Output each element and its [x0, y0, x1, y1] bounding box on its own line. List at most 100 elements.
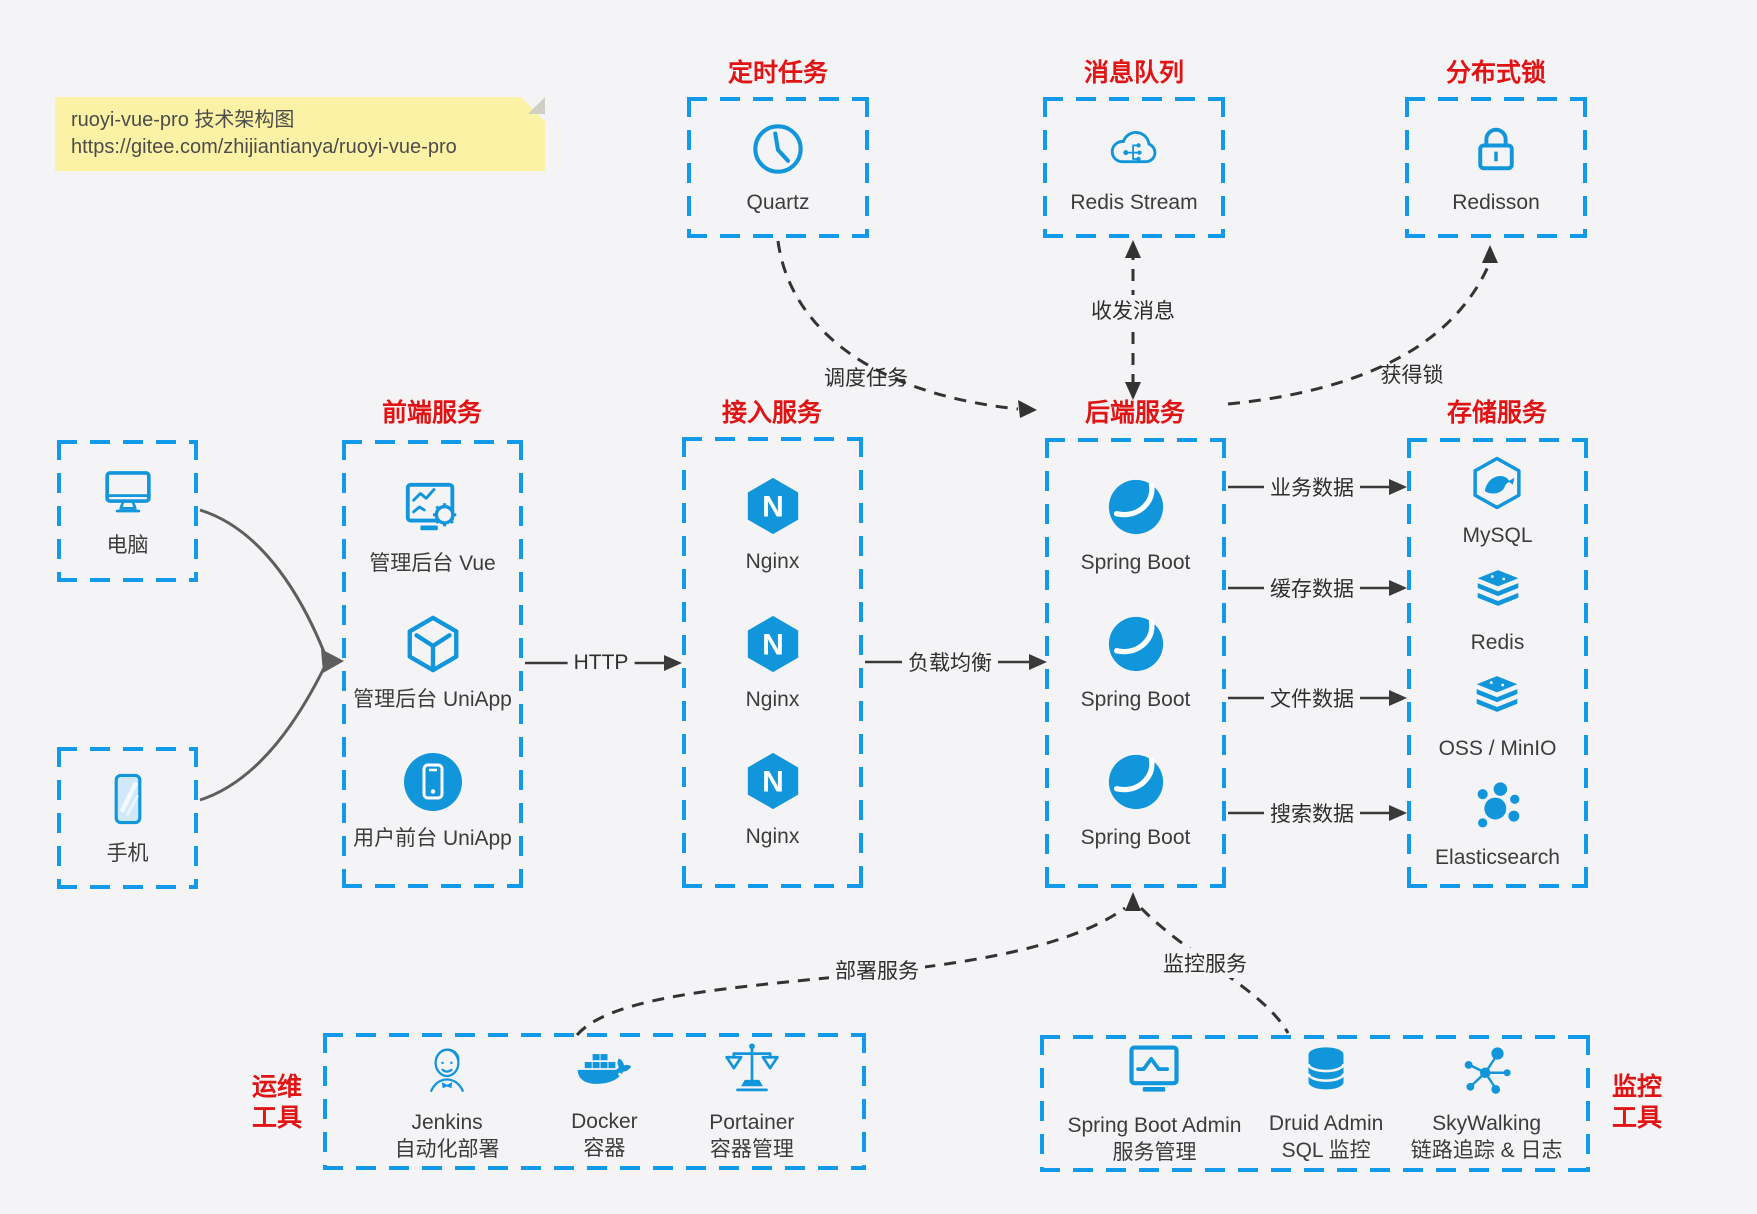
http-edge-label: HTTP — [567, 651, 635, 675]
redis-stream-box: Redis Stream — [1043, 97, 1225, 238]
note-title: ruoyi-vue-pro 技术架构图 — [71, 109, 295, 131]
spring-boot-admin-icon — [1124, 1041, 1184, 1106]
ops-tools-box: Jenkins 自动化部署 — [323, 1033, 866, 1170]
deploy-service-curve — [575, 906, 1126, 1036]
gateway-services-box: N Nginx N Nginx N Nginx — [682, 437, 863, 888]
list-item: Docker 容器 — [571, 1041, 638, 1162]
spring-boot-icon — [1105, 476, 1167, 543]
spring-boot-label: Spring Boot — [1080, 688, 1191, 711]
desktop-label: 电脑 — [106, 534, 149, 557]
frontend-services-box: 管理后台 Vue 管理后台 UniApp — [342, 440, 523, 888]
lock-icon — [1468, 120, 1524, 183]
spring-boot-admin-label: Spring Boot Admin — [1067, 1114, 1242, 1137]
phone-client-curve — [199, 667, 326, 802]
storage-services-title: 存储服务 — [1446, 399, 1548, 427]
phone-client-box: 手机 — [57, 747, 198, 889]
spring-boot-label: Spring Boot — [1080, 550, 1191, 574]
quartz-label: Quartz — [746, 190, 810, 214]
schedule-task-curve — [776, 240, 1019, 411]
monitor-tools-box: Spring Boot Admin 服务管理 Druid Admin SQL 监… — [1040, 1035, 1590, 1172]
skywalking-label: SkyWalking — [1432, 1112, 1542, 1135]
file-data-edge-label: 文件数据 — [1264, 683, 1360, 713]
admin-uniapp-label: 管理后台 UniApp — [353, 688, 512, 711]
smartphone-icon — [99, 769, 157, 834]
list-item: Redis — [1470, 566, 1526, 656]
redisson-label: Redisson — [1452, 190, 1540, 214]
load-balance-edge-label: 负载均衡 — [902, 647, 998, 677]
mysql-icon — [1469, 455, 1525, 516]
spring-boot-icon — [1105, 751, 1167, 818]
jenkins-icon — [419, 1040, 475, 1103]
redis-icon — [1470, 566, 1526, 623]
schedule-task-edge-label: 调度任务 — [824, 367, 908, 390]
message-queue-title: 消息队列 — [1083, 59, 1185, 87]
user-uniapp-label: 用户前台 UniApp — [353, 826, 512, 850]
svg-text:N: N — [762, 490, 784, 523]
get-lock-curve — [1227, 261, 1492, 406]
docker-sublabel: 容器 — [583, 1137, 626, 1160]
get-lock-edge-label: 获得锁 — [1380, 364, 1444, 387]
search-data-edge-label: 搜索数据 — [1264, 798, 1360, 828]
portainer-sublabel: 容器管理 — [709, 1138, 794, 1161]
list-item: N Nginx — [742, 475, 804, 575]
quartz-box: Quartz — [687, 97, 869, 238]
list-item: Spring Boot — [1080, 751, 1191, 851]
redis-label: Redis — [1470, 630, 1525, 654]
svg-text:N: N — [762, 766, 784, 799]
list-item: Druid Admin SQL 监控 — [1269, 1043, 1383, 1164]
admin-vue-icon — [399, 477, 465, 544]
spring-boot-admin-sublabel: 服务管理 — [1112, 1141, 1197, 1164]
storage-services-box: MySQL Redis — [1407, 438, 1588, 888]
monitor-service-edge-label: 监控服务 — [1157, 948, 1253, 978]
uniapp-cube-icon — [400, 613, 466, 680]
ops-tools-side-label: 运维 工具 — [251, 1073, 302, 1132]
nginx-icon: N — [742, 475, 804, 542]
deploy-service-edge-label: 部署服务 — [829, 955, 925, 985]
phone-label: 手机 — [106, 842, 149, 865]
list-item: 用户前台 UniApp — [353, 750, 512, 852]
mobile-app-circle-icon — [401, 750, 465, 819]
jenkins-label: Jenkins — [411, 1111, 483, 1134]
skywalking-sublabel: 链路追踪 & 日志 — [1410, 1139, 1563, 1162]
docker-icon — [574, 1041, 634, 1102]
frontend-services-title: 前端服务 — [381, 399, 483, 427]
portainer-icon — [723, 1040, 781, 1103]
backend-services-box: Spring Boot Spring Boot Spring Boot — [1045, 438, 1226, 888]
docker-label: Docker — [571, 1110, 638, 1133]
elasticsearch-icon — [1469, 779, 1525, 838]
monitor-tools-side-label: 监控 工具 — [1611, 1073, 1662, 1132]
list-item: N Nginx — [742, 613, 804, 713]
druid-admin-label: Druid Admin — [1268, 1112, 1384, 1135]
monitor-service-curve — [1139, 906, 1290, 1034]
jenkins-sublabel: 自动化部署 — [394, 1138, 500, 1161]
skywalking-icon — [1459, 1043, 1515, 1104]
list-item: OSS / MinIO — [1438, 672, 1557, 762]
list-item: Elasticsearch — [1435, 779, 1560, 871]
nginx-label: Nginx — [745, 549, 800, 573]
gateway-services-title: 接入服务 — [721, 399, 823, 427]
oss-minio-label: OSS / MinIO — [1438, 737, 1557, 761]
list-item: Spring Boot — [1080, 613, 1191, 713]
clock-icon — [749, 120, 807, 183]
scheduled-task-title: 定时任务 — [727, 59, 829, 87]
nginx-icon: N — [742, 613, 804, 680]
svg-text:N: N — [762, 628, 784, 661]
list-item: Portainer 容器管理 — [709, 1040, 794, 1163]
list-item: SkyWalking 链路追踪 & 日志 — [1410, 1043, 1563, 1164]
message-queue-cloud-icon — [1104, 120, 1164, 183]
list-item: Spring Boot — [1080, 476, 1191, 576]
portainer-label: Portainer — [709, 1111, 795, 1134]
redisson-box: Redisson — [1405, 97, 1587, 238]
list-item: 管理后台 UniApp — [353, 613, 512, 713]
spring-boot-label: Spring Boot — [1080, 825, 1191, 849]
nginx-label: Nginx — [745, 825, 800, 849]
list-item: 管理后台 Vue — [369, 477, 496, 577]
druid-icon — [1298, 1043, 1354, 1104]
note-url: https://gitee.com/zhijiantianya/ruoyi-vu… — [71, 136, 457, 158]
list-item: MySQL — [1462, 455, 1533, 549]
redis-stream-label: Redis Stream — [1070, 190, 1198, 214]
nginx-label: Nginx — [745, 687, 800, 711]
admin-vue-label: 管理后台 Vue — [369, 551, 496, 575]
